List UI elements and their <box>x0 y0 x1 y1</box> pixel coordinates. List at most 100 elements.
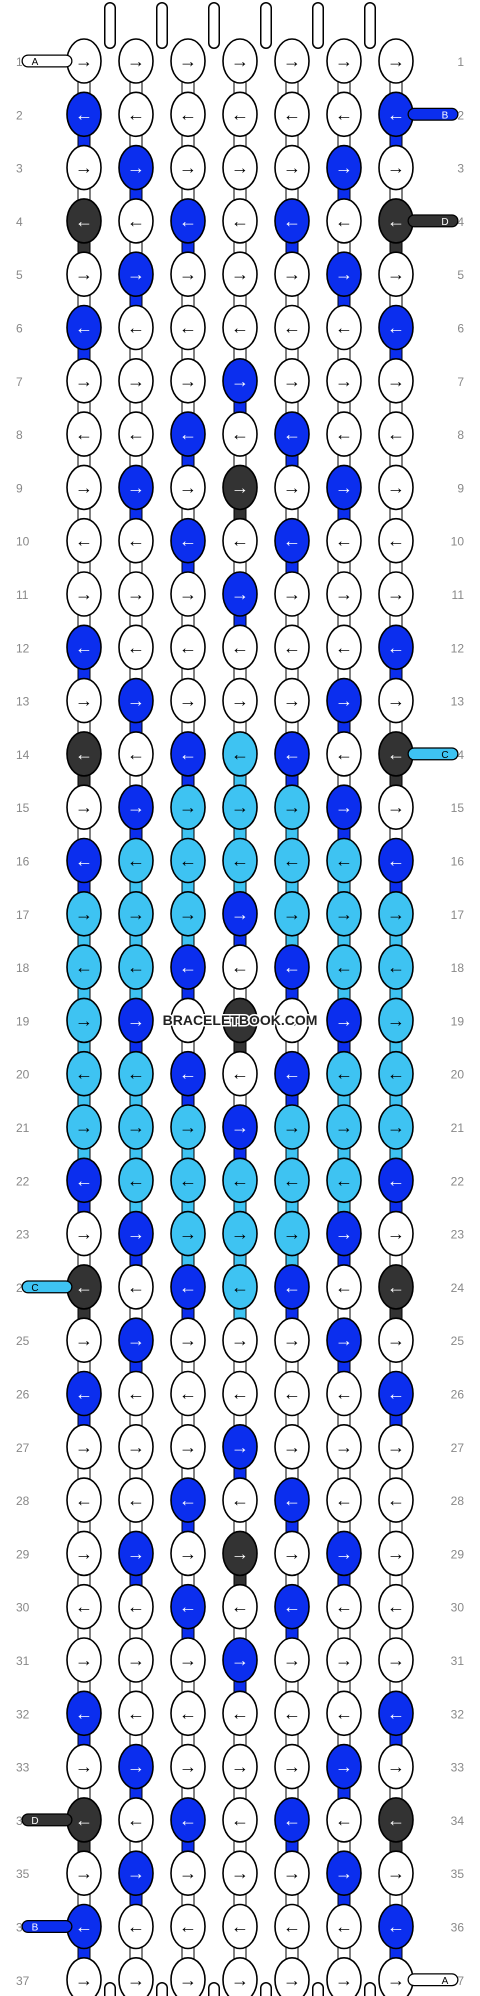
knot <box>118 144 154 191</box>
knot <box>222 464 258 511</box>
row-number-left: 33 <box>16 1761 30 1775</box>
knot <box>170 1157 206 1204</box>
row-number-left: 22 <box>16 1174 30 1188</box>
knot <box>222 1690 258 1737</box>
row-number-left: 31 <box>16 1654 30 1668</box>
arrow-left-icon: ← <box>387 1384 405 1404</box>
knot-row-35: →→→→→→→ <box>66 1850 414 1896</box>
arrow-left-icon: ← <box>127 104 145 124</box>
knot <box>118 1424 154 1470</box>
arrow-right-icon: → <box>335 1117 353 1137</box>
knot <box>326 837 362 884</box>
arrow-right-icon: → <box>179 1970 197 1990</box>
arrow-right-icon: → <box>231 904 249 924</box>
knot-row-28: ←←←←←←← <box>66 1477 414 1523</box>
arrow-left-icon: ← <box>387 1490 405 1510</box>
knot <box>274 1264 310 1310</box>
row-number-right: 32 <box>451 1707 465 1721</box>
arrow-right-icon: → <box>335 1437 353 1457</box>
arrow-left-icon: ← <box>127 531 145 551</box>
knot-row-30: ←←←←←←← <box>66 1583 414 1630</box>
row-number-left: 23 <box>16 1228 30 1242</box>
arrow-right-icon: → <box>179 1330 197 1350</box>
knot <box>274 251 310 298</box>
knot <box>378 144 414 191</box>
row-number-right: 30 <box>451 1601 465 1615</box>
arrow-left-icon: ← <box>387 1277 405 1297</box>
arrow-left-icon: ← <box>231 211 249 231</box>
arrow-left-icon: ← <box>75 211 93 231</box>
arrow-left-icon: ← <box>283 1170 301 1190</box>
arrow-left-icon: ← <box>283 1810 301 1830</box>
knot <box>170 1050 206 1097</box>
arrow-right-icon: → <box>179 584 197 604</box>
knot <box>170 144 206 191</box>
row-number-left: 16 <box>16 855 30 869</box>
knot <box>118 997 154 1044</box>
arrow-right-icon: → <box>127 1117 145 1137</box>
row-number-right: 19 <box>451 1014 465 1028</box>
arrow-left-icon: ← <box>127 318 145 338</box>
arrow-right-icon: → <box>231 1970 249 1990</box>
arrow-right-icon: → <box>387 797 405 817</box>
arrow-left-icon: ← <box>335 637 353 657</box>
arrow-right-icon: → <box>75 51 93 71</box>
arrow-right-icon: → <box>283 158 301 178</box>
row-number-right: 4 <box>457 215 464 229</box>
row-number-right: 20 <box>451 1068 465 1082</box>
arrow-right-icon: → <box>127 691 145 711</box>
knot <box>170 731 206 777</box>
arrow-left-icon: ← <box>179 1917 197 1937</box>
arrow-left-icon: ← <box>283 1064 301 1084</box>
knot <box>378 624 414 671</box>
arrow-right-icon: → <box>387 1970 405 1990</box>
arrow-right-icon: → <box>283 371 301 391</box>
arrow-left-icon: ← <box>127 851 145 871</box>
knot-row-34: ←←←←←←← <box>66 1797 414 1843</box>
arrow-right-icon: → <box>75 1437 93 1457</box>
arrow-left-icon: ← <box>283 318 301 338</box>
arrow-left-icon: ← <box>179 104 197 124</box>
knot <box>378 1157 414 1204</box>
arrow-left-icon: ← <box>75 1064 93 1084</box>
arrow-right-icon: → <box>127 477 145 497</box>
knot <box>118 944 154 990</box>
knot <box>378 357 414 404</box>
strand-label: C <box>441 750 448 761</box>
arrow-left-icon: ← <box>179 531 197 551</box>
knot <box>66 1850 102 1896</box>
arrow-right-icon: → <box>231 1650 249 1670</box>
arrow-right-icon: → <box>75 158 93 178</box>
arrow-left-icon: ← <box>283 424 301 444</box>
knot <box>378 411 414 457</box>
row-number-right: 2 <box>457 108 464 122</box>
row-number-left: 32 <box>16 1707 30 1721</box>
knot <box>326 357 362 404</box>
knot <box>274 837 310 884</box>
knot-row-15: →→→→→→→ <box>66 784 414 831</box>
knot <box>222 1210 258 1257</box>
arrow-right-icon: → <box>387 1863 405 1883</box>
knot <box>170 91 206 138</box>
arrow-left-icon: ← <box>179 1810 197 1830</box>
knot <box>222 91 258 138</box>
arrow-right-icon: → <box>127 1330 145 1350</box>
knot <box>66 890 102 937</box>
knot <box>274 304 310 351</box>
row-number-left: 11 <box>16 588 29 602</box>
row-number-left: 37 <box>16 1974 30 1988</box>
row-number-right: 10 <box>451 535 465 549</box>
knot <box>66 997 102 1044</box>
arrow-left-icon: ← <box>231 1490 249 1510</box>
row-number-left: 1 <box>16 55 23 69</box>
row-number-right: 35 <box>451 1867 465 1881</box>
arrow-right-icon: → <box>387 158 405 178</box>
arrow-left-icon: ← <box>231 744 249 764</box>
knot <box>118 890 154 937</box>
knot <box>326 784 362 831</box>
arrow-right-icon: → <box>335 904 353 924</box>
knot <box>378 677 414 724</box>
arrow-left-icon: ← <box>75 104 93 124</box>
knot <box>66 251 102 298</box>
arrow-right-icon: → <box>75 691 93 711</box>
